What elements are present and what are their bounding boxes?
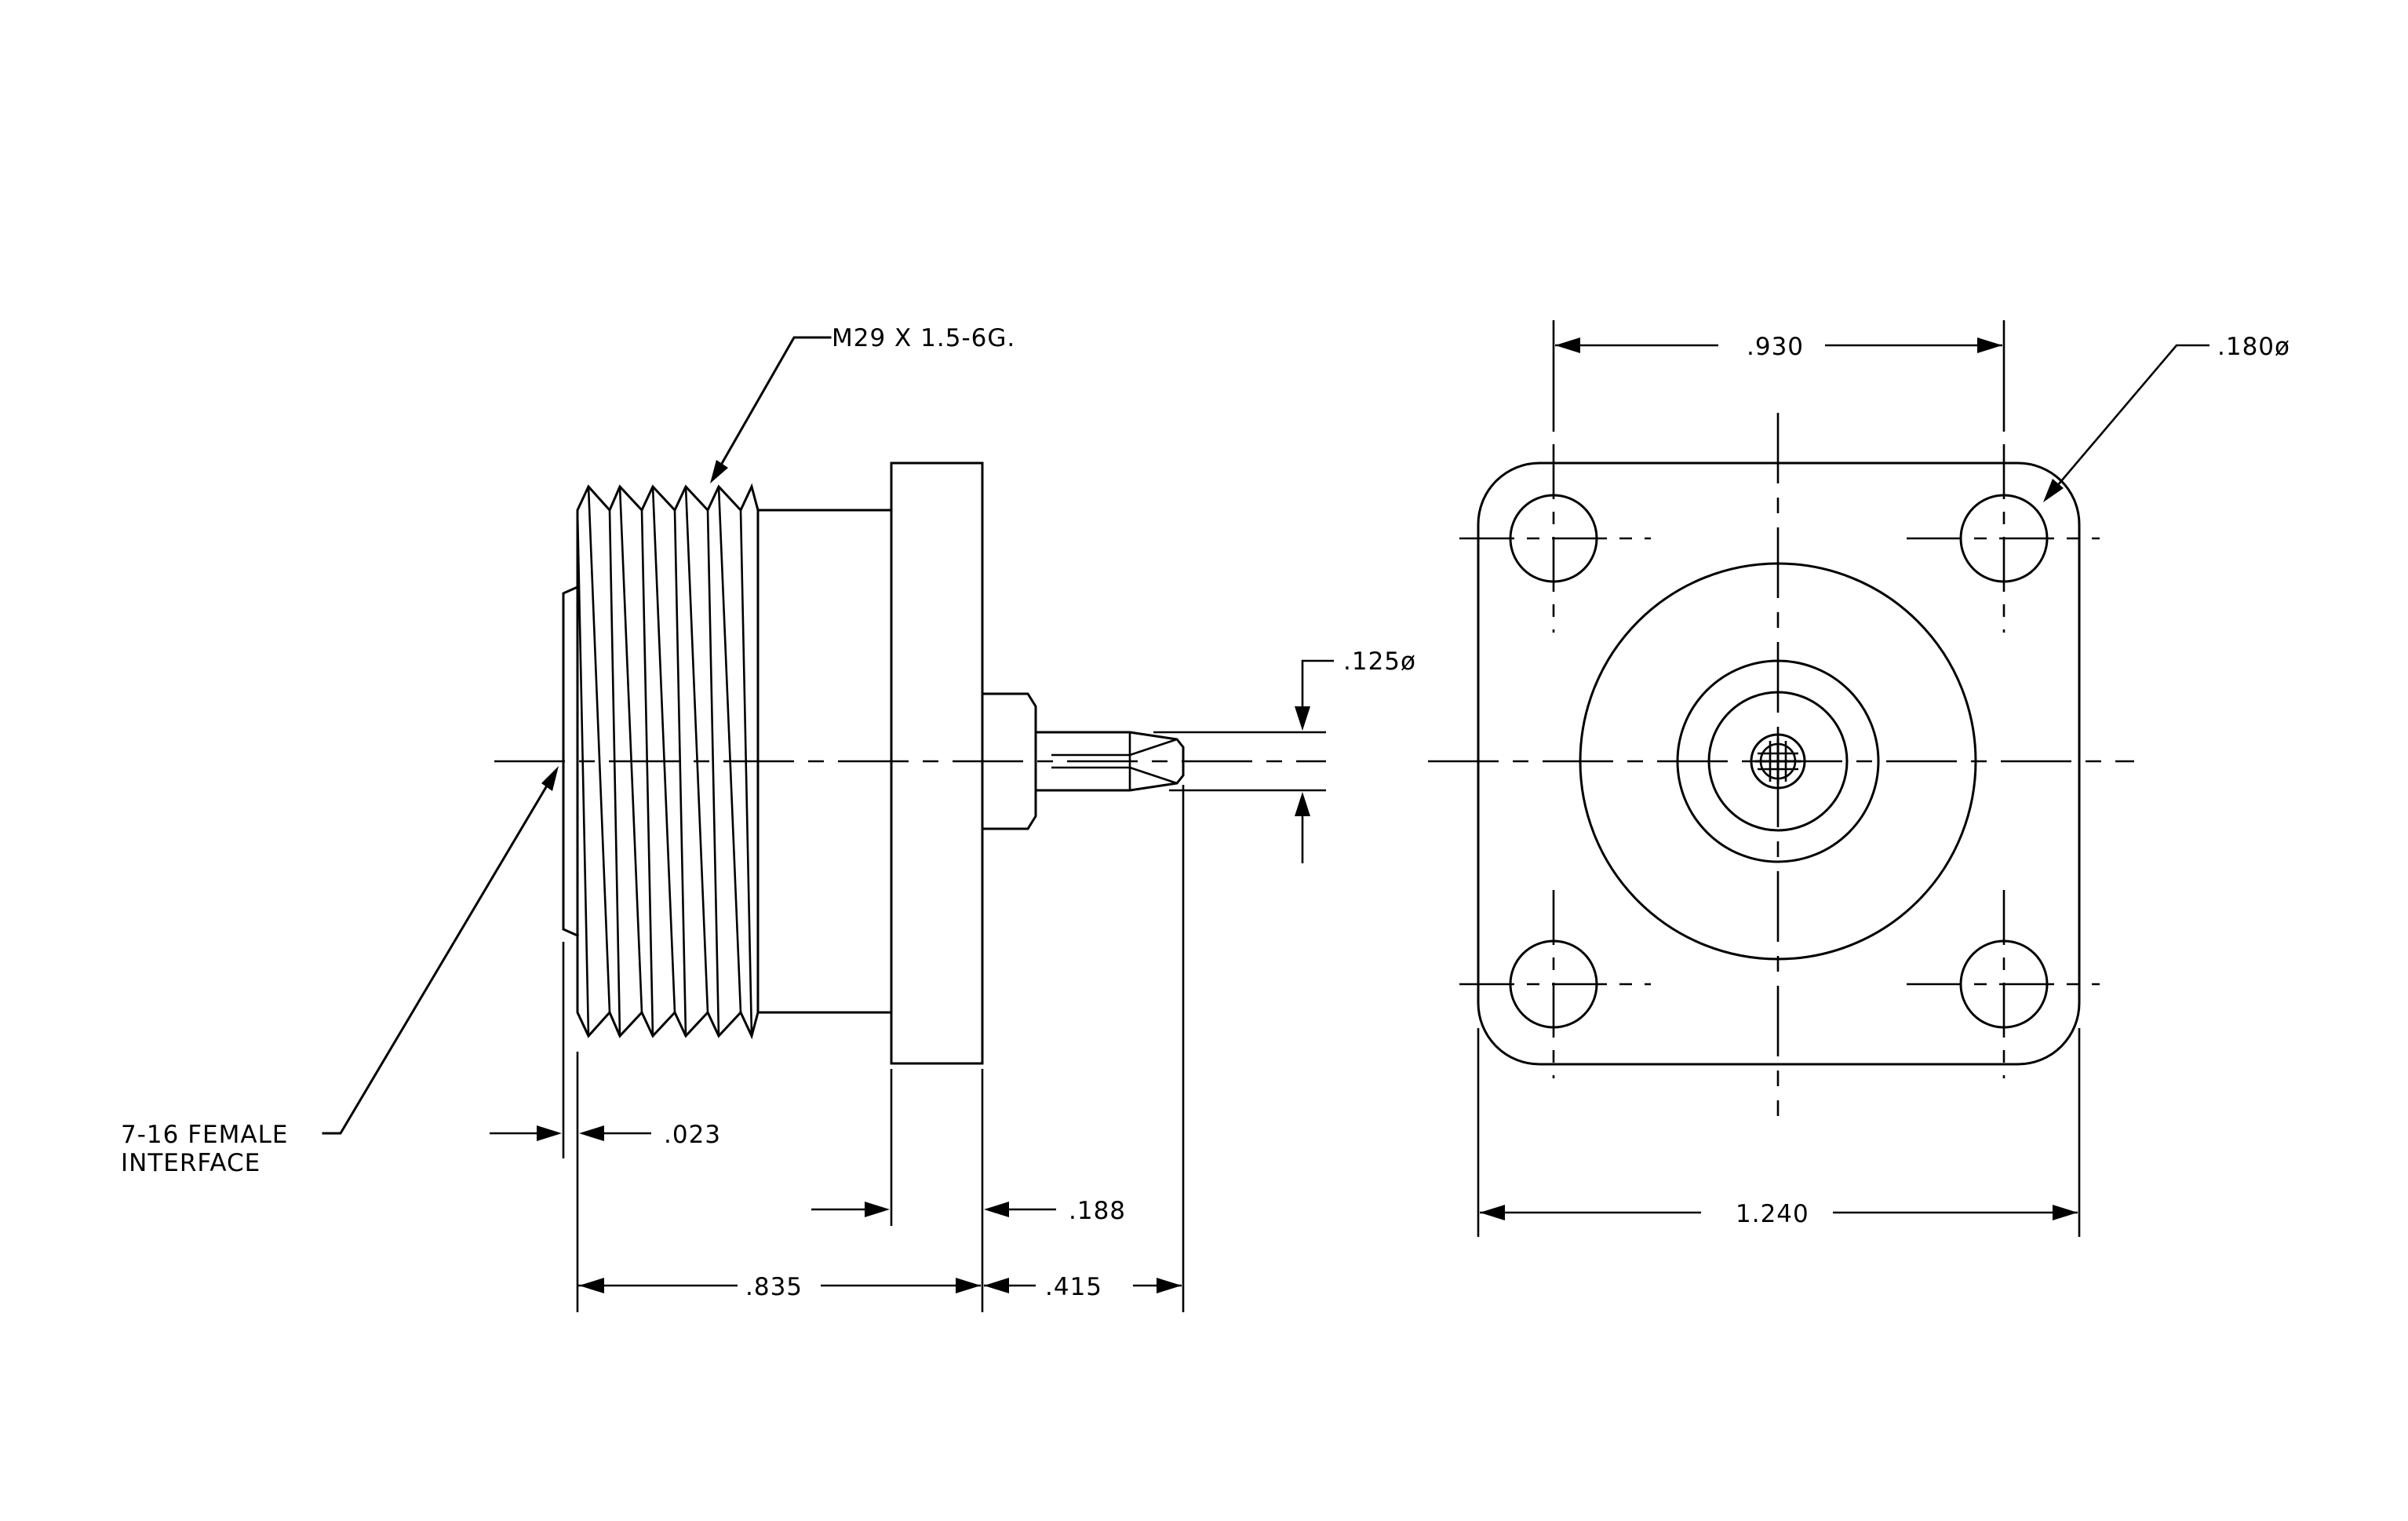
- dim-body-length-label: .835: [745, 1273, 803, 1301]
- dim-flange-width-label: 1.240: [1736, 1200, 1809, 1228]
- dim-pin-length: [984, 785, 1185, 1312]
- interface-leader: [322, 771, 556, 1135]
- center-contact-front: [1750, 733, 1806, 790]
- thread-crests: [576, 486, 753, 1037]
- flange-side: [890, 461, 984, 1065]
- dim-flange-width: [1477, 1028, 2081, 1237]
- side-view: M29 X 1.5-6G. 7-16 FEMALE INTERFACE .023…: [121, 324, 1416, 1312]
- interface-leader-arrow: [541, 766, 559, 791]
- dielectric-outer: [1676, 659, 1880, 863]
- interface-face: [562, 585, 579, 937]
- dim-flange-thickness: [811, 1069, 1056, 1312]
- hole-diameter-leader-arrow: [2043, 479, 2064, 502]
- dielectric-inner: [1707, 691, 1849, 832]
- front-view: .930 .180ø 1.240: [1428, 320, 2290, 1237]
- mounting-hole-top-left: [1459, 444, 1651, 633]
- dim-hole-diameter-label: .180ø: [2217, 333, 2290, 361]
- dim-recess-label: .023: [664, 1121, 721, 1149]
- dim-pin-length-label: .415: [1045, 1273, 1102, 1301]
- mounting-hole-bottom-right: [1907, 890, 2100, 1078]
- thread-callout: M29 X 1.5-6G.: [832, 324, 1015, 352]
- flange-front: [1477, 461, 2081, 1066]
- dim-recess: [490, 942, 651, 1312]
- hole-diameter-leader: [2052, 344, 2209, 492]
- pin-boss: [981, 692, 1037, 830]
- mounting-hole-top-right: [1907, 444, 2100, 633]
- dim-body-length: [577, 1278, 981, 1293]
- dim-hole-spacing-label: .930: [1747, 333, 1804, 361]
- dim-hole-spacing: [1552, 320, 2005, 432]
- thread-leader: [712, 336, 832, 480]
- dim-flange-thickness-label: .188: [1069, 1197, 1126, 1225]
- dim-pin-diameter-label: .125ø: [1343, 647, 1416, 676]
- interface-callout-line2: INTERFACE: [121, 1149, 260, 1177]
- thread-leader-arrow: [710, 460, 728, 483]
- interface-callout-line1: 7-16 FEMALE: [121, 1121, 288, 1149]
- center-pin: [1034, 731, 1185, 792]
- dim-pin-diameter: [1153, 659, 1334, 863]
- mounting-hole-bottom-left: [1459, 890, 1651, 1078]
- body-circle: [1579, 562, 1977, 961]
